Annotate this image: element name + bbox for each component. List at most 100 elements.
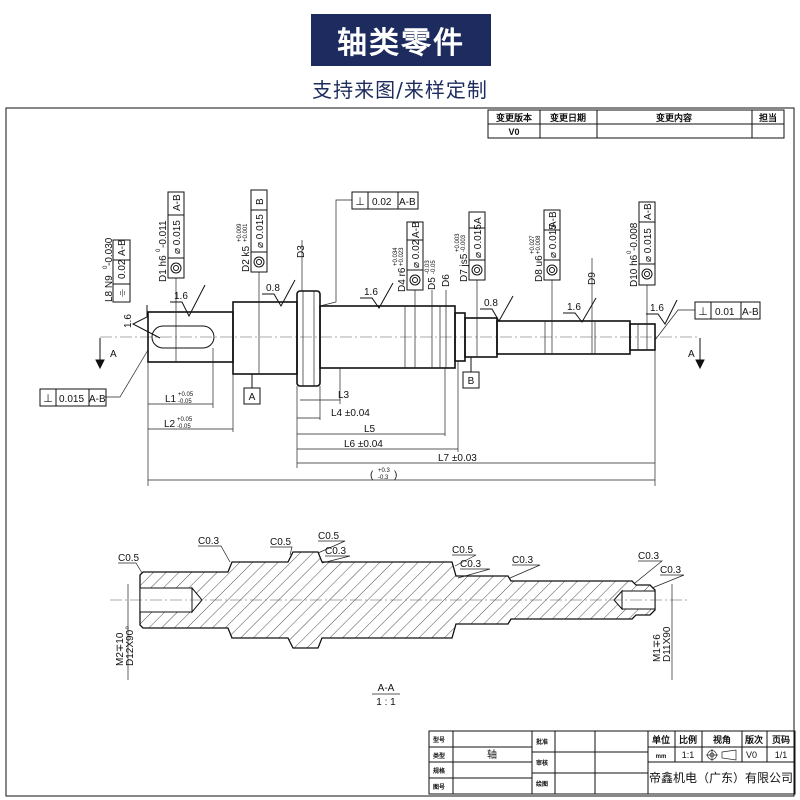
right-hole-thread: M1∓6 xyxy=(652,634,663,662)
chamfer-label: C0.3 xyxy=(638,551,660,562)
dim-L2: L2 xyxy=(164,419,176,430)
tolerance-value: ⌀ 0.02 xyxy=(411,239,422,268)
tol-lower: +0.023 xyxy=(399,247,405,266)
company-name: 帝鑫机电（广东）有限公司 xyxy=(649,770,793,785)
tolerance-value: 0.02 xyxy=(372,197,392,208)
left-hole-thread: M2∓10 xyxy=(115,632,126,666)
roughness-label: 1.6 xyxy=(650,303,664,314)
tol-lower: +0.008 xyxy=(536,235,542,254)
datum-ref: A-B xyxy=(643,203,654,220)
chamfer-label: C0.3 xyxy=(325,546,347,557)
roughness-label: 1.6 xyxy=(123,314,134,328)
dim-L6: L6 ±0.04 xyxy=(344,439,383,450)
fcf-perpendicularity-1: ⊥ 0.02 A-B xyxy=(351,191,419,210)
fcf-D4: ⌀ 0.02 A-B D4 r6 +0.034 +0.023 xyxy=(393,221,424,292)
datum-A: A xyxy=(249,392,256,403)
dim-overall: ( +0.3 -0.3 ) xyxy=(370,468,397,481)
dim-L2-lower: -0.05 xyxy=(177,424,191,430)
tol-upper: -0.03 xyxy=(425,260,431,274)
left-hole-center: D12X90° xyxy=(125,626,136,666)
datum-ref: A xyxy=(473,217,484,224)
label-D6: D6 xyxy=(441,274,452,287)
feature-label: D4 r6 xyxy=(397,267,408,292)
title-block xyxy=(428,730,796,795)
symmetry-icon: ⌯ xyxy=(117,289,128,297)
datum-B: B xyxy=(468,376,475,387)
dim-L5: L5 xyxy=(364,424,376,435)
page-title: 轴类零件 xyxy=(311,14,491,66)
datum-ref: A-B xyxy=(117,239,128,256)
paren-close: ) xyxy=(394,470,397,481)
chamfer-label: C0.5 xyxy=(270,537,292,548)
datum-ref: A-B xyxy=(742,307,759,318)
fcf-perpendicularity-2: ⊥ 0.01 A-B xyxy=(694,301,761,320)
dim-L1: L1 xyxy=(165,394,177,405)
tb-label-type: 类型 xyxy=(433,752,445,760)
tol-upper: 0 xyxy=(103,265,109,269)
tb-label-spec: 规格 xyxy=(433,767,446,775)
dim-L4: L4 ±0.04 xyxy=(331,408,370,419)
chamfer-label: C0.5 xyxy=(118,553,140,564)
fcf-D1: ⌀ 0.015 A-B D1 h6 0 -0.011 xyxy=(156,191,185,282)
tb-type-value: 轴 xyxy=(487,748,497,761)
feature-leaders xyxy=(105,199,695,398)
fcf-D7: ⌀ 0.015 A D7 js5 +0.003 -0.003 xyxy=(455,211,486,282)
drawing-frame xyxy=(5,107,795,797)
feature-label: D5 xyxy=(427,277,438,290)
perpendicularity-icon: ⊥ xyxy=(43,393,53,405)
rev-version-value: V0 xyxy=(508,127,519,137)
tb-scale-value: 1:1 xyxy=(682,750,695,760)
section-mark-left: A xyxy=(110,349,117,360)
dim-L1-upper: +0.05 xyxy=(178,392,194,398)
tol-upper: +0.003 xyxy=(455,233,461,252)
datum-ref: A-B xyxy=(172,194,183,211)
tol-lower: -0.05 xyxy=(431,260,437,274)
datum-ref: B xyxy=(255,198,266,205)
dimension-lines xyxy=(147,348,656,486)
tol-lower: -0.003 xyxy=(461,234,467,252)
tolerance-value: 0.02 xyxy=(117,259,128,279)
tol-lower: +0.001 xyxy=(243,223,249,242)
dim-L7: L7 ±0.03 xyxy=(438,453,477,464)
datum-ref: A-B xyxy=(89,394,106,405)
tb-header-page: 页码 xyxy=(772,735,790,746)
rev-header-content: 变更内容 xyxy=(656,112,692,124)
feature-label: D10 h6 xyxy=(629,254,640,287)
tb-label-model: 型号 xyxy=(433,736,445,744)
datum-ref: A-B xyxy=(399,197,416,208)
paren-open: ( xyxy=(370,470,374,481)
tol-lower: -0.030 xyxy=(104,237,115,266)
section-view xyxy=(110,551,690,680)
section-arrow-left xyxy=(95,338,105,370)
chamfer-label: C0.3 xyxy=(198,536,220,547)
roughness-label: 1.6 xyxy=(174,291,188,302)
tb-label-drawing-no: 图号 xyxy=(433,783,445,791)
tb-header-unit: 单位 xyxy=(652,734,670,746)
tolerance-value: ⌀ 0.015 xyxy=(643,228,654,262)
chamfer-label: C0.3 xyxy=(460,559,482,570)
feature-label: D7 js5 xyxy=(459,253,470,282)
section-arrow-right xyxy=(695,338,705,370)
datum-B-box xyxy=(462,371,480,389)
tolerance-value: ⌀ 0.015 xyxy=(255,214,266,248)
roughness-label: 1.6 xyxy=(364,287,378,298)
roughness-label: 0.8 xyxy=(484,298,498,309)
right-hole-center: D11X90 xyxy=(662,626,673,662)
tol-upper: 0 xyxy=(627,250,633,254)
tb-unit-value: mm xyxy=(656,754,667,760)
page-subtitle: 支持来图/来样定制 xyxy=(312,78,488,102)
revision-table: 变更版本 变更日期 变更内容 担当 V0 xyxy=(487,109,785,139)
feature-label: D8 u6 xyxy=(534,255,545,282)
chamfer-leaders xyxy=(118,540,685,589)
tb-label-approve: 批准 xyxy=(536,738,548,746)
feature-label: D2 k5 xyxy=(241,245,252,272)
roughness-label: 1.6 xyxy=(567,302,581,313)
tol-upper: +0.034 xyxy=(393,247,399,266)
roughness-symbols xyxy=(131,279,678,339)
tb-header-version: 版次 xyxy=(744,734,763,746)
shaft-main-view xyxy=(100,290,700,387)
perpendicularity-icon: ⊥ xyxy=(698,306,708,318)
chamfer-label: C0.5 xyxy=(318,531,340,542)
dim-L3: L3 xyxy=(338,390,350,401)
